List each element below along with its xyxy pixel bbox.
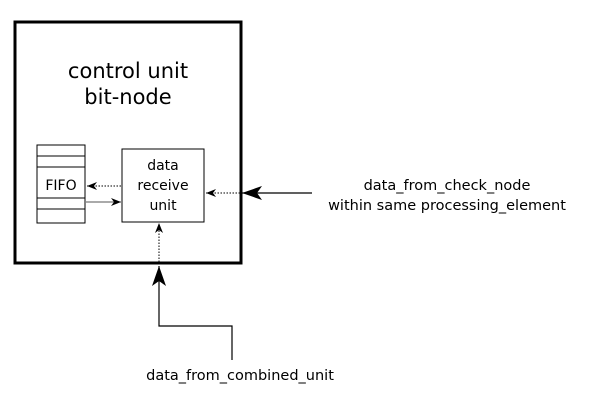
fifo-buffer: [36, 144, 86, 224]
receive-unit-label-line3: unit: [149, 198, 177, 214]
check-node-label-line2: within same processing_element: [328, 198, 566, 214]
combined-unit-input-arrow: [152, 266, 233, 360]
combined-unit-label: data_from_combined_unit: [146, 368, 334, 384]
block-title-line1: control unit: [68, 59, 188, 83]
receive-unit-label-line2: receive: [137, 178, 188, 194]
receive-unit-label-line1: data: [147, 158, 179, 174]
control-unit-block: [13, 20, 243, 265]
fifo-label: FIFO: [45, 178, 76, 194]
data-receive-unit-box: [121, 148, 205, 223]
check-node-label-line1: data_from_check_node: [364, 178, 531, 194]
block-title-line2: bit-node: [84, 85, 171, 109]
